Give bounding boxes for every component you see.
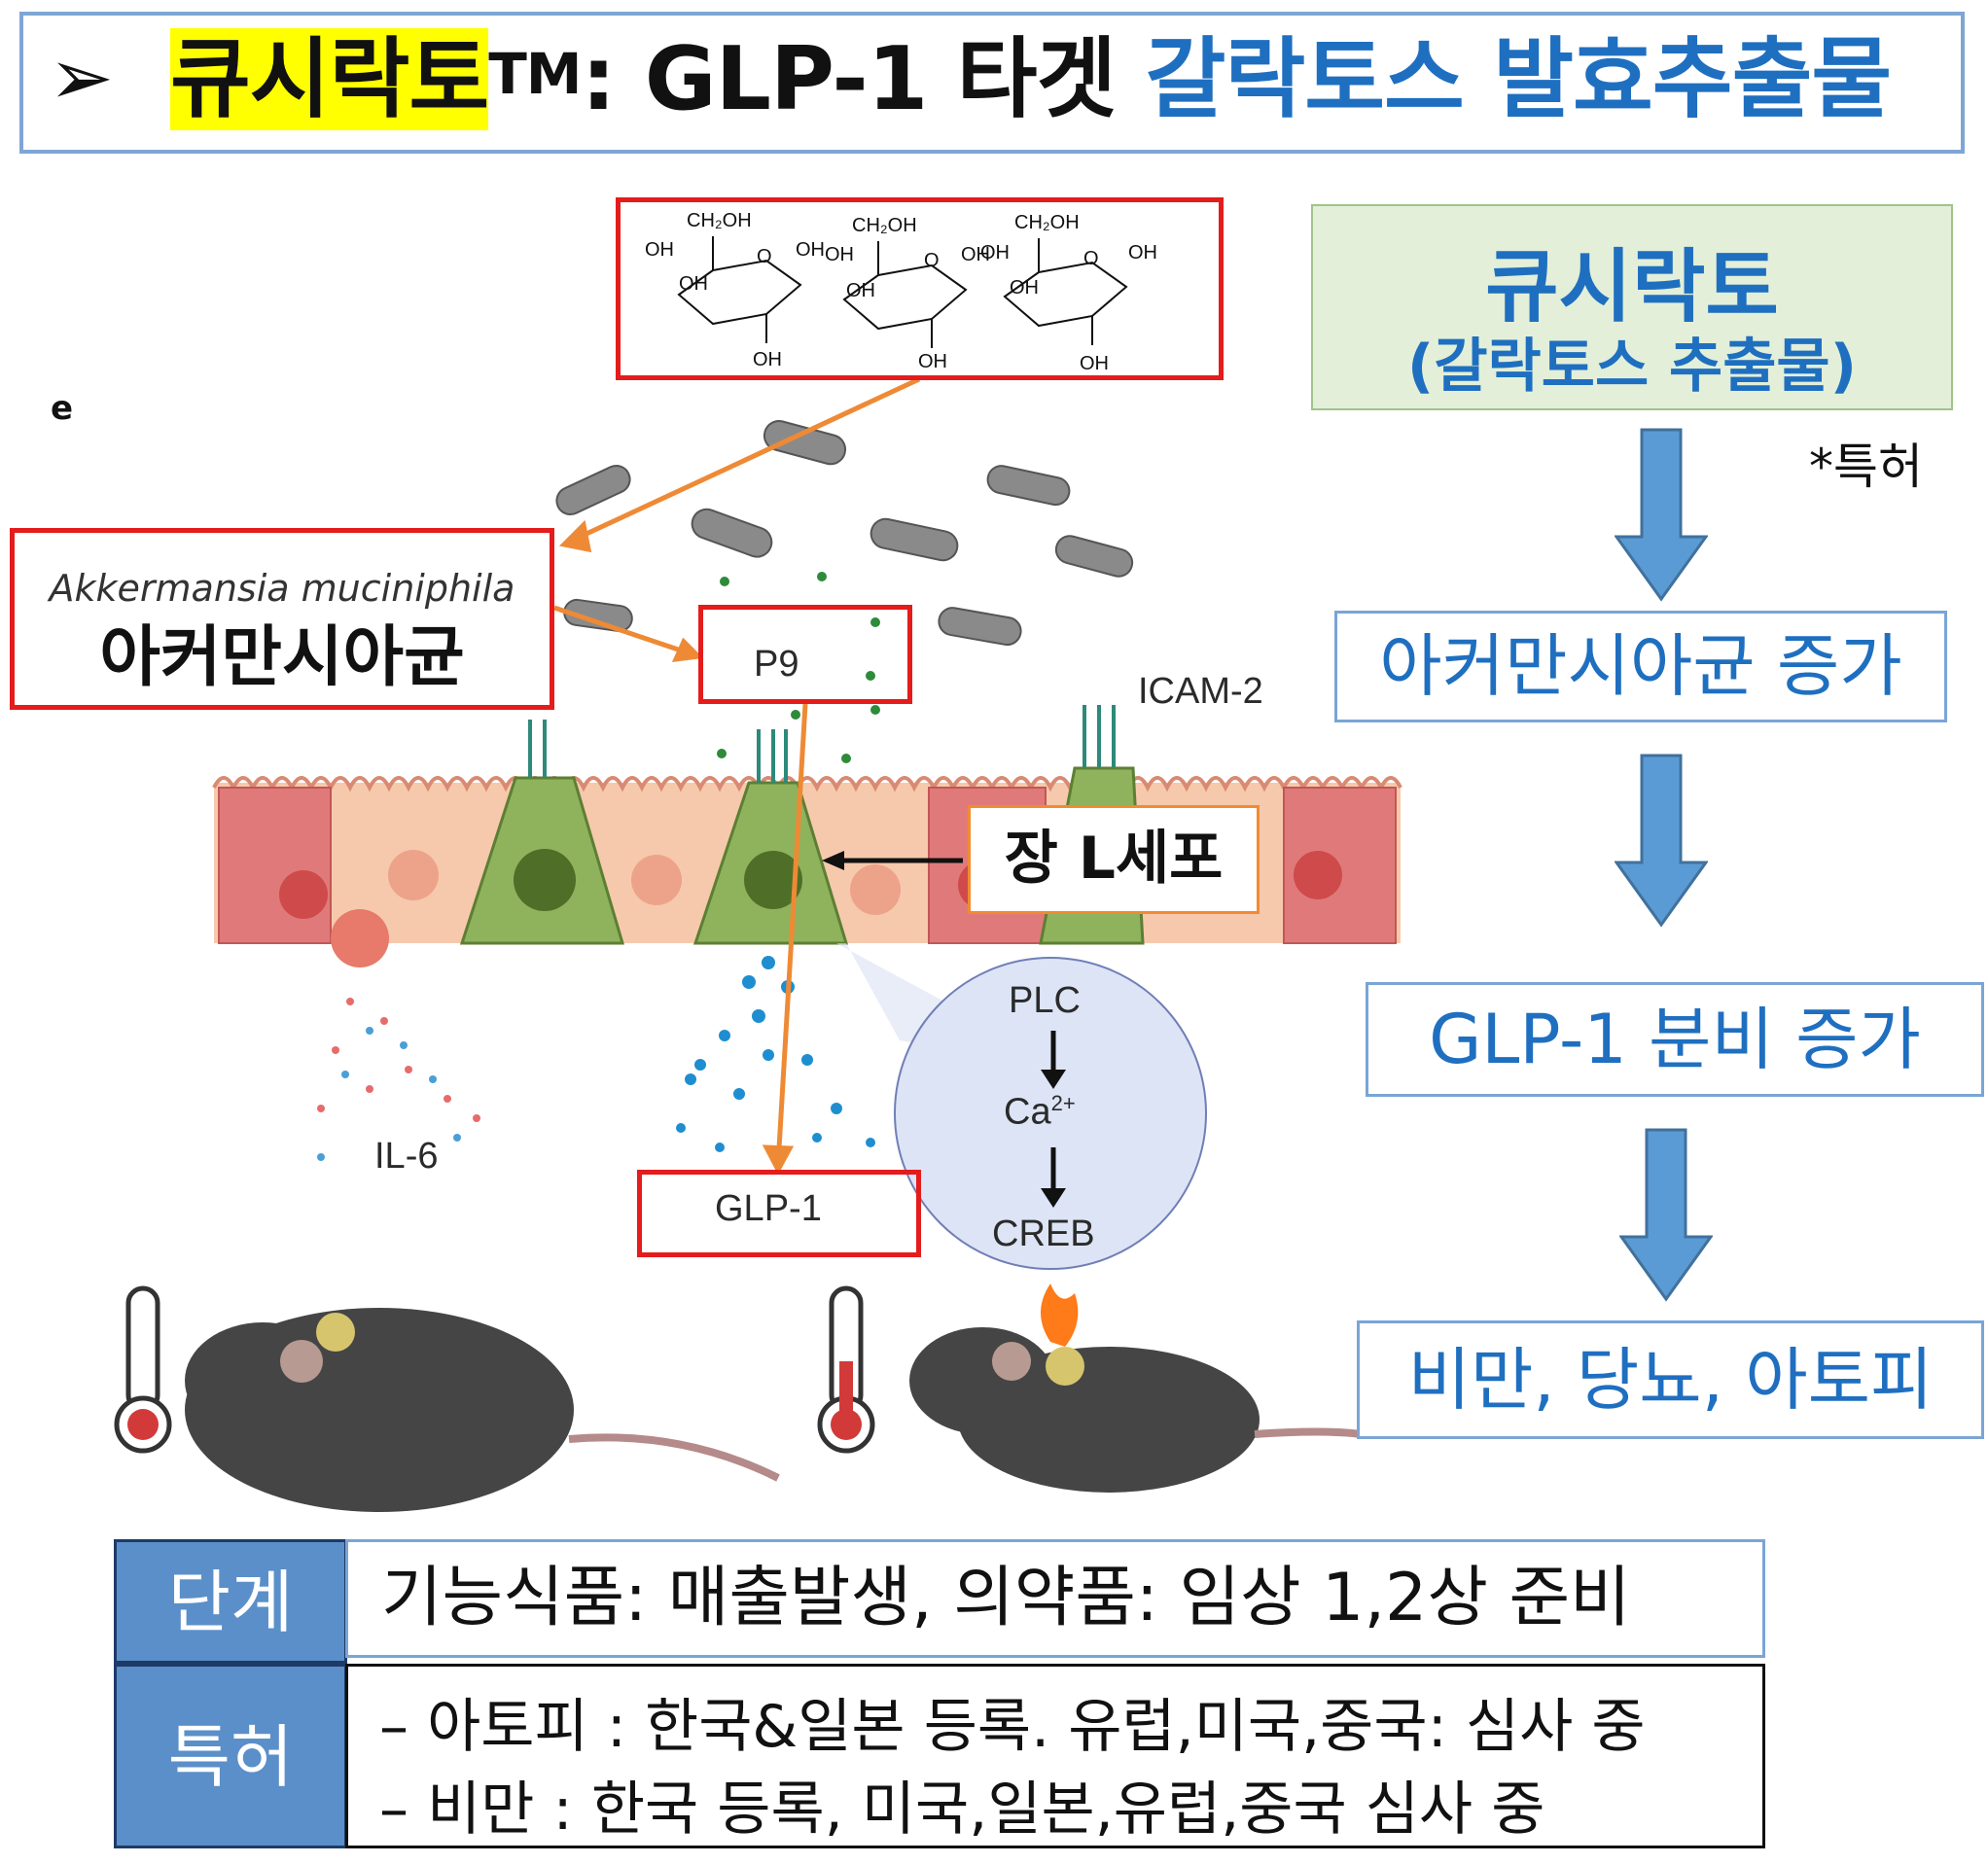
- calcium-charge: 2+: [1050, 1091, 1076, 1115]
- signaling-circle: [894, 957, 1207, 1270]
- bacterium-icon: [986, 465, 1071, 507]
- il6-label: IL-6: [374, 1136, 439, 1177]
- ring-oxygen-label: O: [924, 250, 940, 271]
- title-rest: : GLP-1 타겟: [581, 28, 1146, 130]
- title-trademark: TM: [488, 41, 582, 107]
- oh-label: OH: [1128, 242, 1157, 264]
- stage-header: 단계: [114, 1539, 347, 1664]
- cell-nucleus: [744, 851, 802, 909]
- creb-label: CREB: [992, 1213, 1095, 1254]
- title-brand: 큐시락토: [170, 28, 489, 130]
- cell-nucleus: [631, 855, 682, 905]
- oh-label: OH: [796, 239, 825, 261]
- ch2oh-label: CH₂OH: [1014, 212, 1080, 233]
- oh-label: OH: [825, 244, 854, 265]
- patent-note: *특허: [1809, 439, 1923, 495]
- cell-nucleus: [388, 850, 439, 900]
- oh-label: OH: [961, 244, 990, 265]
- product-name: 큐시락토: [1485, 241, 1779, 334]
- oh-label: OH: [1010, 277, 1039, 299]
- ring-oxygen-label: O: [757, 246, 772, 267]
- icam2-label: ICAM-2: [1138, 671, 1263, 712]
- galactose-structure-icon: CH₂OH CH₂OH CH₂OH O O O OH OH OH OH OH O…: [645, 210, 1157, 374]
- thermometer-icon: [114, 1285, 172, 1454]
- calcium-label: Ca2+: [1004, 1091, 1076, 1134]
- calcium-symbol: Ca: [1004, 1091, 1051, 1133]
- cell-nucleus: [514, 849, 576, 911]
- receptors: [528, 705, 1116, 783]
- oh-label: OH: [645, 239, 674, 261]
- p9-highlight-box: [698, 605, 912, 704]
- down-arrow-icon: [1615, 754, 1708, 928]
- patent-value-cell: [345, 1664, 1765, 1848]
- pathway-arrowhead: [1041, 1188, 1066, 1208]
- galactose-structure-box: CH₂OH CH₂OH CH₂OH O O O OH OH OH OH OH O…: [616, 197, 1224, 380]
- oh-label: OH: [753, 349, 782, 370]
- cell-nucleus: [279, 870, 328, 919]
- bacterium-icon: [1054, 535, 1134, 578]
- oh-label: OH: [846, 280, 875, 301]
- flow-step-glp1: GLP-1 분비 증가: [1366, 982, 1984, 1097]
- bacterium-icon: [763, 420, 847, 466]
- patent-header: 특허: [114, 1664, 347, 1848]
- p9-label: P9: [754, 644, 799, 685]
- down-arrow-icon: [1619, 1128, 1713, 1302]
- cell-nucleus: [850, 864, 901, 915]
- bacterium-icon: [555, 465, 631, 515]
- oh-label: OH: [980, 242, 1010, 264]
- p9-particles: [717, 572, 880, 763]
- flow-step-akkermansia: 아커만시아균 증가: [1334, 611, 1947, 722]
- title-blue-part: 갈락토스 발효추출물: [1145, 28, 1893, 130]
- mouse-icon: [185, 1308, 780, 1512]
- cell-nucleus: [1294, 851, 1342, 899]
- bacterium-icon: [870, 517, 959, 562]
- ring-oxygen-label: O: [1083, 248, 1099, 269]
- flame-icon: [1041, 1284, 1079, 1347]
- page-title: 큐시락토TM: GLP-1 타겟 갈락토스 발효추출물: [170, 21, 1893, 138]
- microvilli: [212, 776, 1402, 792]
- mouse-icon: [909, 1327, 1363, 1493]
- il6-particles-blue: [317, 1027, 461, 1161]
- ch2oh-label: CH₂OH: [687, 210, 752, 231]
- patent-line-obesity: – 비만 : 한국 등록, 미국,일본,유럽,중국 심사 중: [379, 1776, 1545, 1844]
- glp1-highlight-box: [637, 1170, 921, 1257]
- il6-particles: [317, 998, 480, 1122]
- patent-line-atopy: – 아토피 : 한국&일본 등록. 유럽,미국,중국: 심사 중: [379, 1693, 1646, 1761]
- akkermansia-box: [10, 528, 554, 710]
- glp1-label: GLP-1: [715, 1188, 822, 1229]
- immune-cell: [331, 909, 389, 967]
- bacterium-icon: [938, 607, 1022, 647]
- flow-step-indications: 비만, 당뇨, 아토피: [1357, 1320, 1984, 1439]
- product-box: [1311, 204, 1953, 410]
- ch2oh-label: CH₂OH: [852, 215, 917, 236]
- product-subtitle: (갈락토스 추출물): [1406, 333, 1858, 401]
- bacterium-icon: [691, 508, 773, 558]
- akkermansia-latin-name: Akkermansia muciniphila: [49, 567, 515, 610]
- thermometer-icon: [817, 1285, 875, 1454]
- oh-label: OH: [918, 351, 947, 372]
- glp1-particles: [676, 956, 875, 1152]
- lcell-pointer-head: [822, 851, 844, 870]
- panel-letter: e: [51, 389, 74, 428]
- pathway-arrowhead: [1041, 1070, 1066, 1089]
- l-cell-label: 장 L세포: [968, 805, 1260, 914]
- bullet-arrow-icon: ➢: [49, 32, 115, 123]
- oh-label: OH: [679, 273, 708, 295]
- epithelial-cell: [218, 787, 332, 944]
- stage-value: 기능식품: 매출발생, 의약품: 임상 1,2상 준비: [345, 1539, 1765, 1658]
- plc-label: PLC: [1009, 980, 1081, 1021]
- oh-label: OH: [1080, 353, 1109, 374]
- down-arrow-icon: [1615, 428, 1708, 602]
- akkermansia-korean-name: 아커만시아균: [99, 619, 465, 696]
- flow-orange-arrows: [553, 376, 921, 1176]
